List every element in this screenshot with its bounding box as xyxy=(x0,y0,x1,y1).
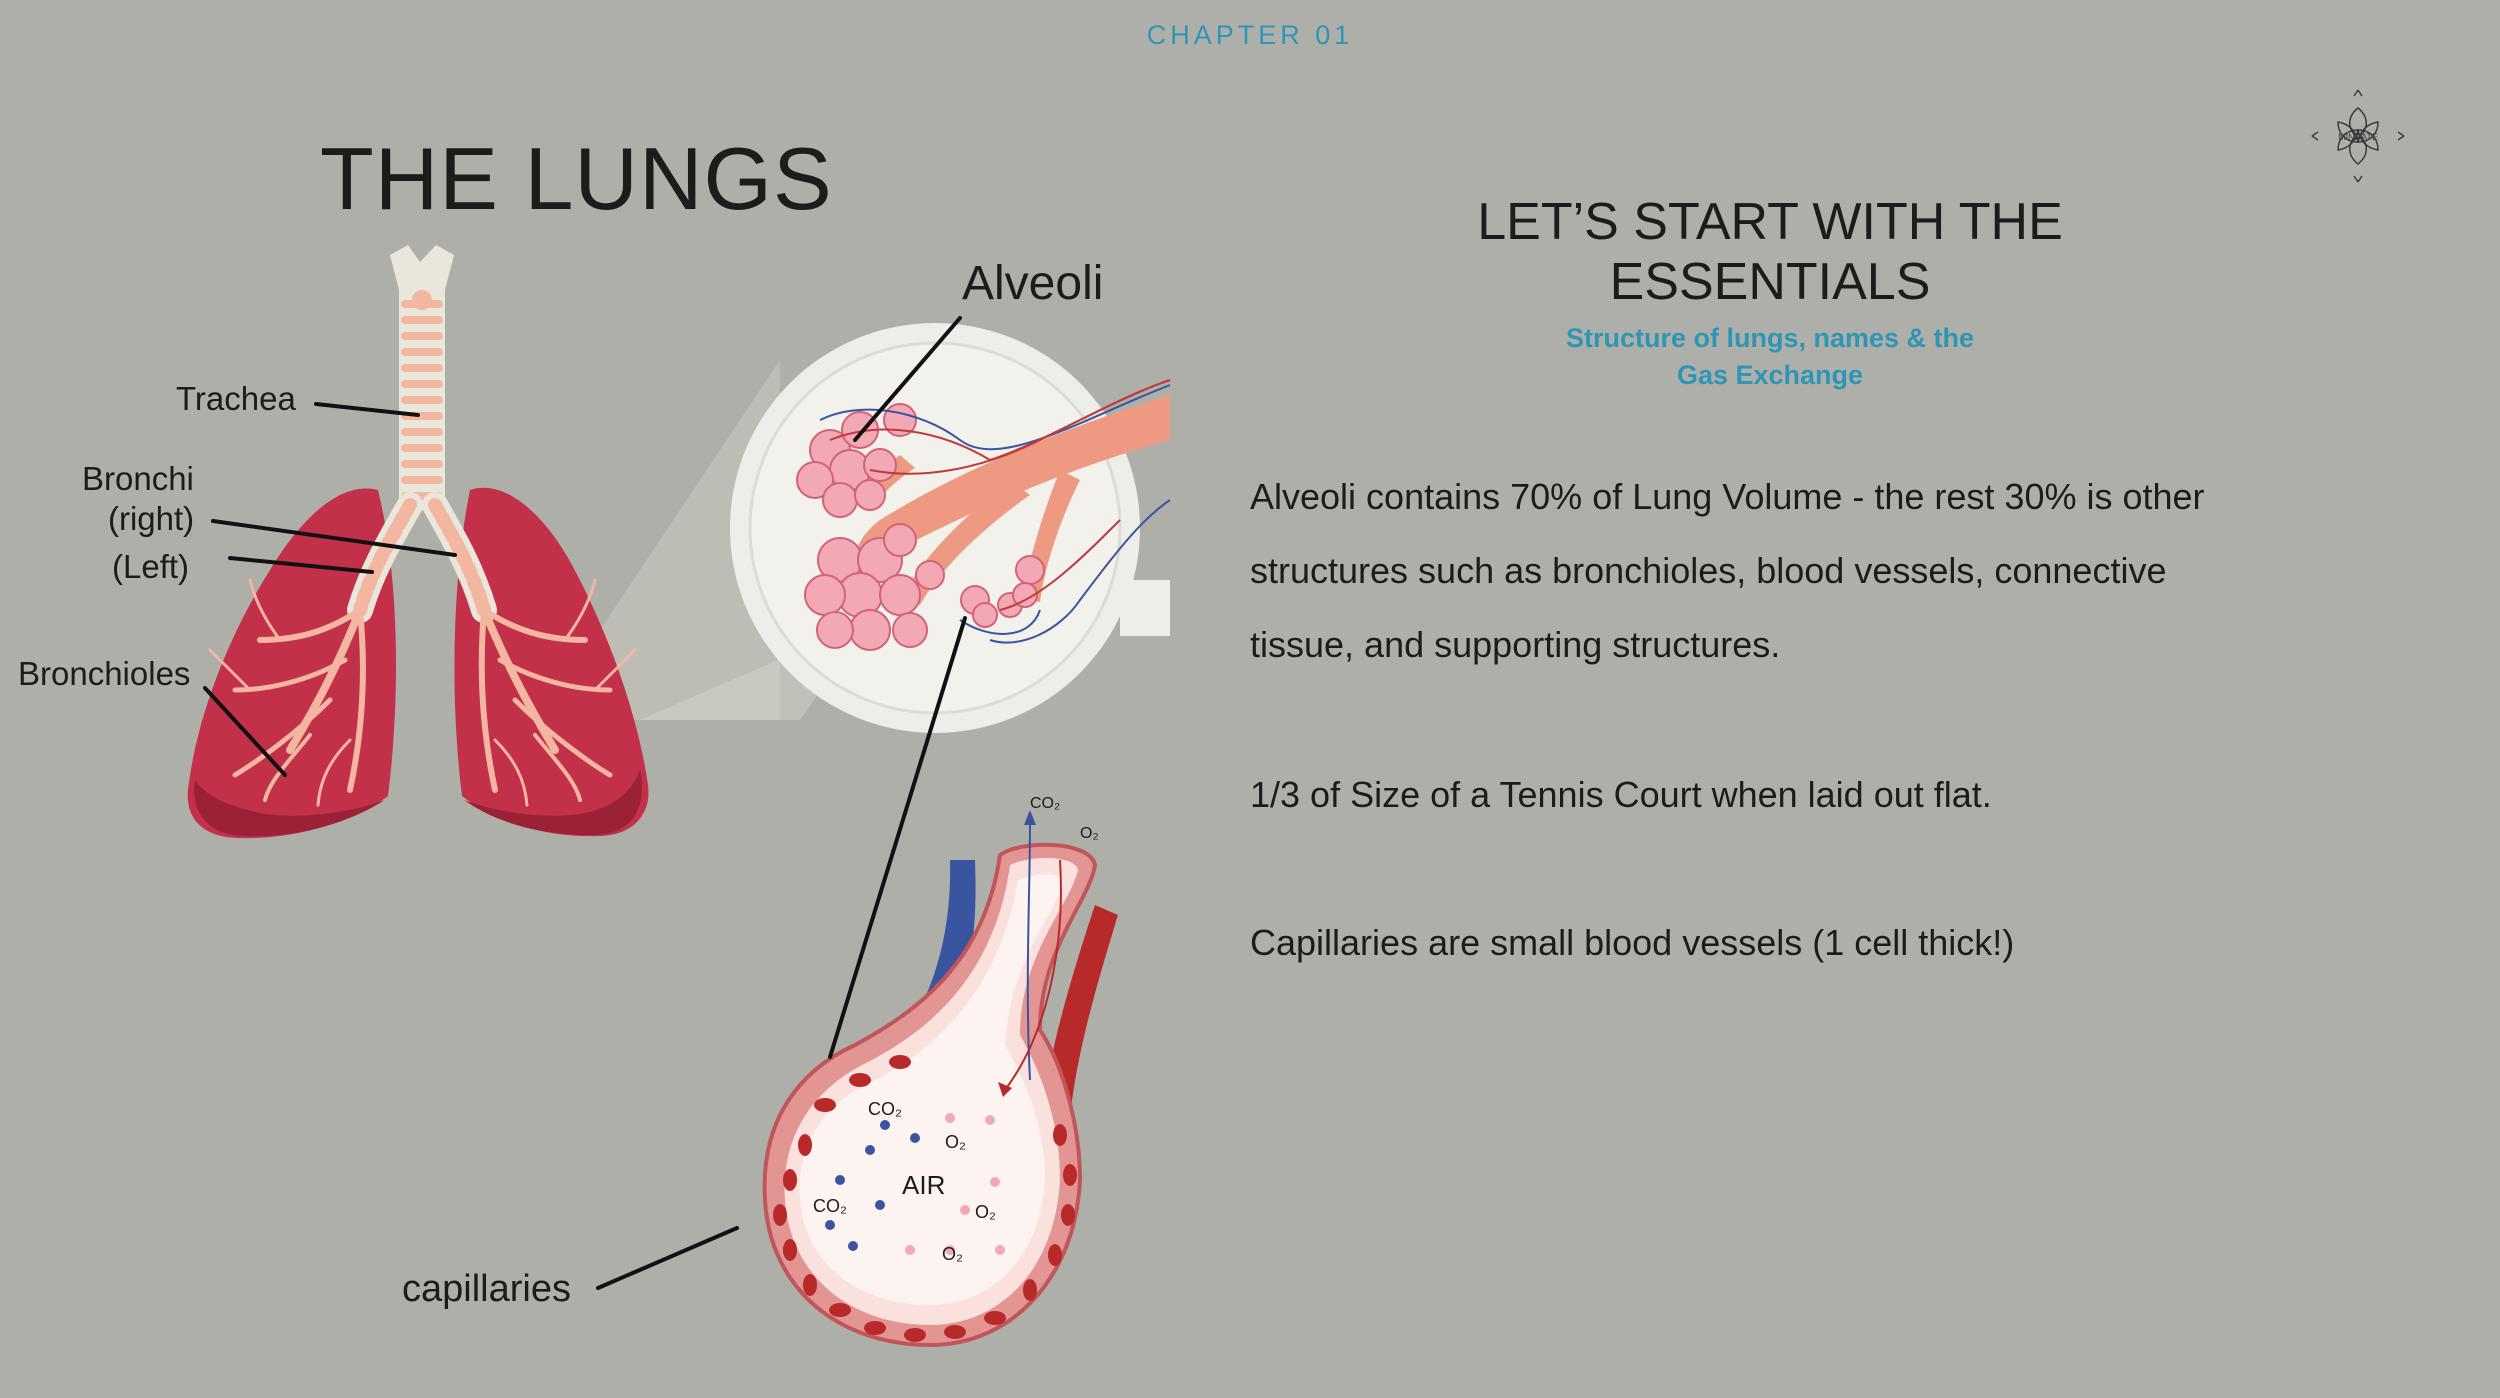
alveoli-cluster-illustration xyxy=(796,379,1171,651)
o2-top-label: O₂ xyxy=(1080,825,1099,842)
bronchi-left-label: (Left) xyxy=(112,548,190,585)
tennis-court-paragraph: 1/3 of Size of a Tennis Court when laid … xyxy=(1250,774,1992,815)
alveoli-volume-paragraph: Alveoli contains 70% of Lung Volume - th… xyxy=(1250,460,2350,682)
co2-top-label: CO₂ xyxy=(1030,795,1060,812)
subheading-line-2: Gas Exchange xyxy=(1676,360,1864,390)
trachea xyxy=(390,245,454,510)
lung-right xyxy=(187,488,397,839)
page-title: THE LUNGS xyxy=(320,129,833,228)
co2-label-b: CO₂ xyxy=(813,1196,847,1216)
lungs-illustration: CO₂ O₂ CO₂ O₂ AIR CO₂ O₂ O₂ xyxy=(187,245,1171,1348)
logo-text: MINDATE xyxy=(2338,132,2378,142)
lotus-logo-icon: MINDATE xyxy=(2311,89,2405,183)
o2-label-b: O₂ xyxy=(975,1202,996,1222)
alveoli-label: Alveoli xyxy=(962,257,1104,310)
paragraph-1-line-3: tissue, and supporting structures. xyxy=(1250,624,1781,665)
heading-line-1: LET’S START WITH THE xyxy=(1477,193,2063,251)
alveolus-gas-exchange: CO₂ O₂ CO₂ O₂ AIR CO₂ O₂ O₂ xyxy=(762,795,1118,1348)
subheading-line-1: Structure of lungs, names & the xyxy=(1565,323,1975,353)
capillaries-paragraph: Capillaries are small blood vessels (1 c… xyxy=(1250,922,2015,963)
bronchi-right-label: (right) xyxy=(108,500,195,537)
capillaries-label: capillaries xyxy=(402,1268,571,1310)
section-subheading: Structure of lungs, names & the Gas Exch… xyxy=(1480,320,2060,394)
paragraph-1-line-1: Alveoli contains 70% of Lung Volume - th… xyxy=(1250,476,2205,517)
heading-line-2: ESSENTIALS xyxy=(1609,253,1931,311)
leader-lines xyxy=(203,316,967,1290)
brand-logo: MINDATE xyxy=(2308,86,2408,186)
o2-label-a: O₂ xyxy=(945,1132,966,1152)
paragraph-1-line-2: structures such as bronchioles, blood ve… xyxy=(1250,550,2167,591)
section-heading: LET’S START WITH THE ESSENTIALS xyxy=(1400,192,2140,312)
trachea-label: Trachea xyxy=(176,380,296,417)
chapter-label: CHAPTER 01 xyxy=(1146,20,1354,50)
air-label: AIR xyxy=(902,1170,945,1200)
o2-label-c: O₂ xyxy=(942,1244,963,1264)
bronchioles-tree xyxy=(208,578,637,807)
bronchi-label: Bronchi xyxy=(82,460,194,497)
bronchi-rings xyxy=(353,498,491,617)
bronchioles-label: Bronchioles xyxy=(18,655,191,692)
co2-label-a: CO₂ xyxy=(868,1099,902,1119)
